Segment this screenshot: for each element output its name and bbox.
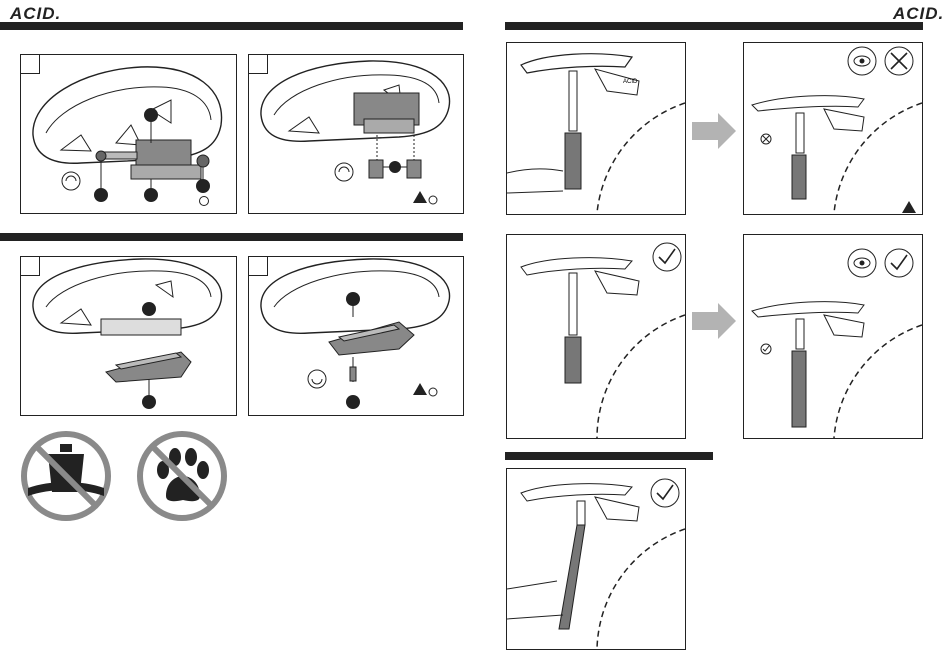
- no-weight-icon: [20, 430, 112, 522]
- step-number-box: [21, 257, 40, 276]
- bike-panel-before-wrong: ACID: [506, 42, 686, 215]
- section-bar-2: [0, 233, 463, 241]
- brand-logo-left: ACID.: [10, 4, 61, 24]
- bolt-loosen-icon: [62, 172, 80, 190]
- bike-seatpost-illustration: [744, 235, 922, 438]
- no-paw-icon: [136, 430, 228, 522]
- helmet-illustration: [21, 257, 236, 415]
- bike-seatpost-illustration: [507, 235, 685, 438]
- bike-panel-before-right: [506, 234, 686, 439]
- bike-seatpost-illustration: [507, 469, 685, 649]
- bike-seatpost-illustration: [744, 43, 922, 214]
- helmet-illustration: [21, 55, 236, 213]
- step-number-box: [249, 257, 268, 276]
- warning-triangle-icon: [413, 191, 427, 203]
- step-number-box: [249, 55, 268, 74]
- step-1-panel: [20, 54, 237, 214]
- step-4-panel: [248, 256, 464, 416]
- step-3-panel: [20, 256, 237, 416]
- arrow-right-icon: [692, 303, 736, 339]
- check-icon: [651, 479, 679, 507]
- warning-triangle-icon: [902, 201, 916, 213]
- bike-panel-wrong: [743, 42, 923, 215]
- section-bar-3: [505, 452, 713, 460]
- step-2-panel: [248, 54, 464, 214]
- warning-triangle-icon: [413, 383, 427, 395]
- helmet-illustration: [249, 55, 463, 213]
- step-number-box: [21, 55, 40, 74]
- bike-panel-right: [743, 234, 923, 439]
- saddle-bag-brand: ACID: [623, 79, 638, 85]
- bike-seatpost-illustration: ACID: [507, 43, 685, 214]
- arrow-right-icon: [692, 113, 736, 149]
- helmet-illustration: [249, 257, 463, 415]
- section-bar-1: [0, 22, 463, 30]
- bolt-tighten-icon: [308, 370, 326, 388]
- bike-panel-final: [506, 468, 686, 650]
- brand-logo-right: ACID.: [893, 4, 944, 24]
- section-bar-right: [505, 22, 923, 30]
- check-icon: [653, 243, 681, 271]
- check-icon: [885, 249, 913, 277]
- bolt-loosen-icon: [335, 163, 353, 181]
